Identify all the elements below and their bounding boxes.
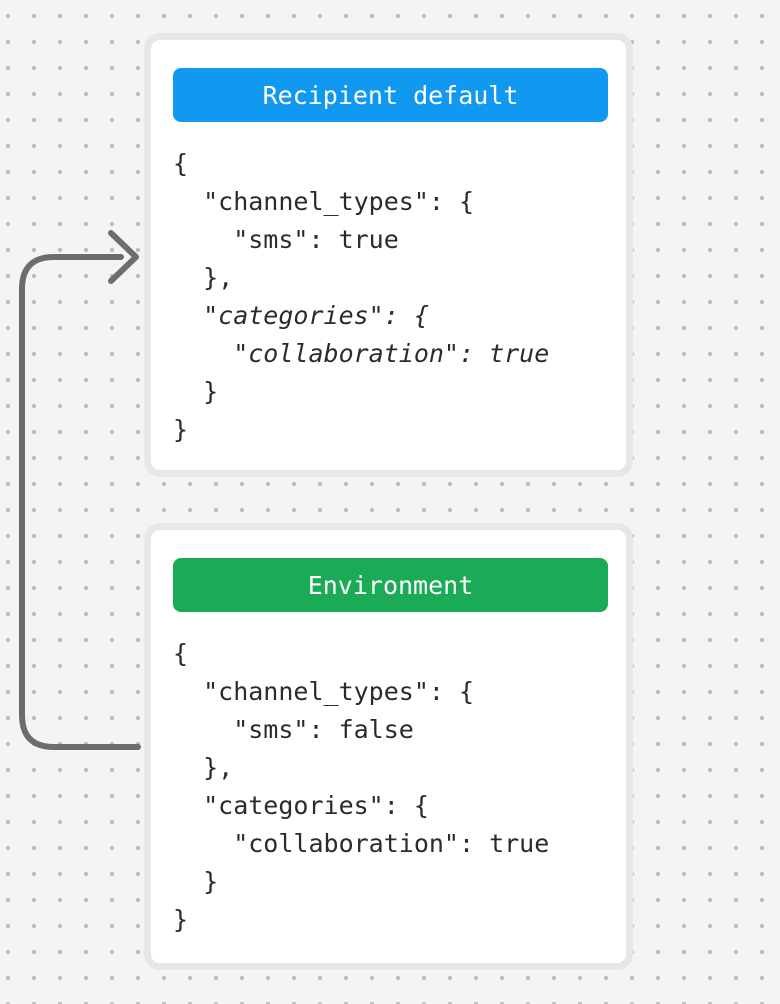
code-line: "categories": { [173, 301, 429, 330]
card-header: Recipient default [173, 68, 608, 122]
code-line: } [173, 905, 189, 934]
code-line: { [173, 639, 189, 668]
code-line: }, [173, 753, 234, 782]
card-title: Environment [307, 570, 474, 600]
code-line: } [173, 377, 219, 406]
code-line: "collaboration": true [173, 829, 550, 858]
code-line: "sms": false [173, 715, 414, 744]
flow-arrow-line [19, 254, 141, 750]
code-line: }, [173, 263, 234, 292]
card-environment: Environment { "channel_types": { "sms": … [144, 523, 633, 970]
code-block: { "channel_types": { "sms": true }, "cat… [173, 145, 626, 449]
card-recipient-default: Recipient default { "channel_types": { "… [144, 33, 633, 477]
code-line: "collaboration": true [173, 339, 550, 368]
code-line: } [173, 867, 219, 896]
code-line: "channel_types": { [173, 677, 475, 706]
flow-arrow-head [108, 230, 139, 284]
code-line: "sms": true [173, 225, 399, 254]
code-line: { [173, 149, 189, 178]
code-block: { "channel_types": { "sms": false }, "ca… [173, 635, 626, 939]
card-header: Environment [173, 558, 608, 612]
code-line: "channel_types": { [173, 187, 475, 216]
code-line: "categories": { [173, 791, 429, 820]
card-title: Recipient default [262, 80, 519, 110]
code-line: } [173, 415, 189, 444]
